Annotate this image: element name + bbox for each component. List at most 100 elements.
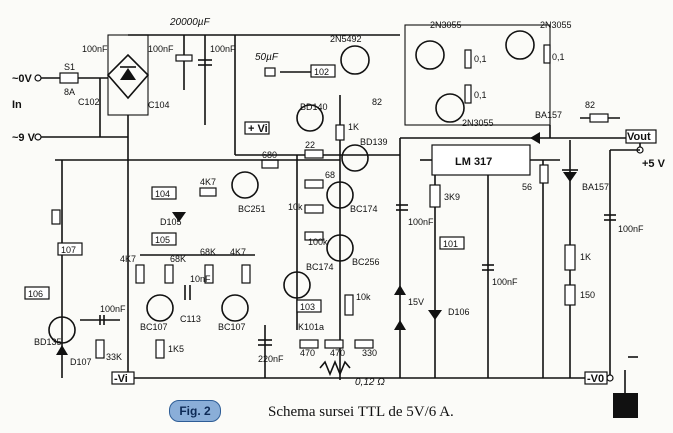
power-stage-frame (404, 24, 551, 126)
label-t108: BD139 (360, 137, 388, 147)
label-r107: 10k (356, 292, 371, 302)
label-vout: Vout (627, 131, 651, 143)
tp-107: 107 (61, 245, 76, 255)
label-d105: D105 (160, 217, 182, 227)
t106-body (146, 294, 174, 322)
label-r118: 150 (580, 290, 595, 300)
label-p101: 470 (330, 348, 345, 358)
label-plus5v: +5 V (642, 158, 666, 170)
label-minus-vi: -Vi (114, 373, 128, 385)
label-r131: 0,1 (552, 52, 565, 62)
label-c106: 100nF (210, 44, 236, 54)
label-r110: 4K7 (200, 177, 216, 187)
bridge-rectifier (106, 34, 150, 116)
d103-icon (530, 132, 540, 144)
test-point-boxes (24, 64, 657, 385)
input-wires (40, 77, 128, 138)
tp-102: 102 (314, 67, 329, 77)
tp-101: 101 (443, 239, 458, 249)
tp-104: 104 (155, 189, 170, 199)
label-r105: 1K (348, 122, 359, 132)
label-minus-v0: -V0 (587, 373, 604, 385)
label-c114: 100nF (100, 304, 126, 314)
label-r102: 68 (325, 170, 335, 180)
label-c111: 220nF (258, 354, 284, 364)
label-r128: 82 (372, 97, 382, 107)
label-r111: 4K7 (120, 254, 136, 264)
label-r135: 33K (106, 352, 122, 362)
t111-body (415, 40, 445, 70)
label-r127: 0,12 Ω (355, 377, 385, 388)
fuse-s1 (59, 72, 79, 84)
label-t105: BC251 (238, 204, 266, 214)
label-p102: 1K (580, 252, 591, 262)
label-0v: ~0V (12, 73, 33, 85)
label-r101: 22 (305, 140, 315, 150)
label-c112: 10nF (190, 274, 211, 284)
figure-badge: Fig. 2 (169, 400, 221, 422)
label-r106: 100k (308, 237, 328, 247)
label-fuse: 8A (64, 87, 75, 97)
label-c113: C113 (180, 314, 201, 324)
tp-105: 105 (155, 235, 170, 245)
label-r129: 0,1 (474, 54, 487, 64)
label-c103: 100nF (148, 44, 174, 54)
label-c108: 100nF (408, 217, 434, 227)
label-t107: BC107 (218, 322, 246, 332)
ground-block (613, 393, 638, 418)
label-t115: BD135 (34, 337, 62, 347)
label-t103: BC256 (352, 257, 380, 267)
t107-body (221, 294, 249, 322)
label-t101: BC174 (350, 204, 378, 214)
label-c101: 100nF (82, 44, 108, 54)
label-r109: 330 (362, 348, 377, 358)
t108-body (341, 144, 369, 172)
label-r115: 1K5 (168, 344, 184, 354)
label-in: In (12, 99, 22, 111)
label-d106: D106 (448, 307, 470, 317)
label-t109: BD140 (300, 102, 328, 112)
label-t112: 2N3055 (462, 118, 494, 128)
label-c109: 100nF (492, 277, 518, 287)
t105-body (231, 171, 259, 199)
label-d104: BA157 (582, 182, 609, 192)
figure-caption: Schema sursei TTL de 5V/6 A. (268, 404, 454, 420)
label-r112: 68K (170, 254, 186, 264)
label-d107: D107 (70, 357, 92, 367)
terminal-0v (34, 74, 42, 82)
tp-103: 103 (300, 302, 315, 312)
label-plus-vi: + Vi (248, 123, 268, 135)
label-r104: 10k (288, 202, 303, 212)
label-t106: BC107 (140, 322, 168, 332)
t113-body (505, 30, 535, 60)
label-c105: 20000µF (169, 17, 211, 28)
p102 (564, 244, 576, 271)
label-9v: ~9 V (12, 132, 36, 144)
label-s1: S1 (64, 62, 75, 72)
label-r108: 470 (300, 348, 315, 358)
t110-body (340, 45, 370, 75)
label-r114: 4K7 (230, 247, 246, 257)
label-r103: 680 (262, 150, 277, 160)
label-lm317: LM 317 (455, 156, 492, 168)
label-c104: C104 (148, 100, 170, 110)
label-t113: 2N3055 (540, 20, 572, 30)
label-r133: 82 (585, 100, 595, 110)
label-r130: 0,1 (474, 90, 487, 100)
label-r113: 68K (200, 247, 216, 257)
label-r116: 3K9 (444, 192, 460, 202)
label-t110: 2N5492 (330, 34, 362, 44)
label-r117: 56 (522, 182, 532, 192)
label-t111: 2N3055 (430, 20, 462, 30)
label-k101a: K101a (298, 322, 324, 332)
c105 (175, 54, 193, 62)
c107 (264, 67, 276, 77)
t112-body (435, 93, 465, 123)
label-c110: 100nF (618, 224, 644, 234)
label-t104: BC174 (306, 262, 334, 272)
terminal-9v (34, 133, 42, 141)
label-c102: C102 (78, 97, 100, 107)
label-d102: 15V (408, 297, 424, 307)
label-c107: 50µF (255, 52, 279, 63)
